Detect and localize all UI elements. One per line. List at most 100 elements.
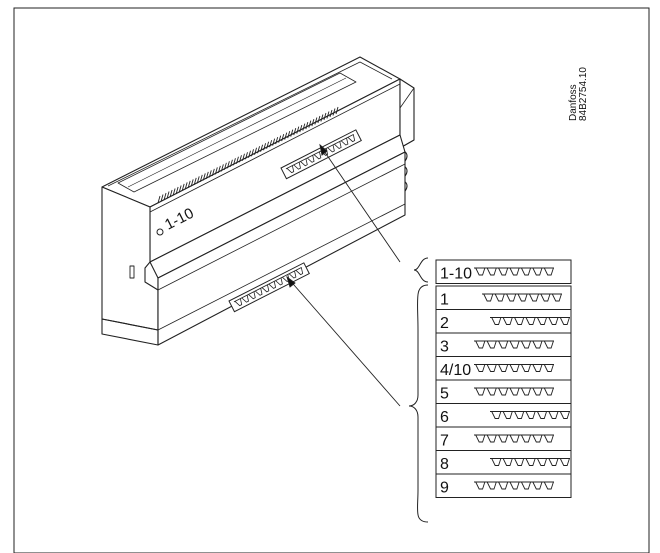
dip-switch bbox=[525, 458, 536, 466]
dip-switch bbox=[491, 458, 502, 466]
vent-slat bbox=[314, 117, 318, 125]
dip-switch bbox=[532, 481, 543, 490]
row-label: 3 bbox=[440, 339, 449, 356]
vent-slat bbox=[323, 112, 327, 121]
dip-switch bbox=[537, 317, 547, 325]
dip-switch-block-lower bbox=[228, 262, 310, 313]
dip-switch bbox=[509, 481, 520, 490]
dip-switch bbox=[498, 387, 509, 396]
dip-switch bbox=[537, 411, 547, 419]
dip-switch bbox=[537, 458, 547, 466]
table-cell bbox=[435, 379, 572, 404]
row-label: 8 bbox=[440, 456, 449, 473]
vent-slat bbox=[263, 143, 267, 151]
row-label: 7 bbox=[440, 433, 449, 450]
dip-switch bbox=[506, 293, 517, 302]
dip-switch bbox=[532, 387, 543, 396]
table-row: 1 bbox=[435, 285, 572, 310]
row-label: 1 bbox=[440, 292, 449, 309]
row-label: 2 bbox=[440, 315, 449, 332]
dip-switch bbox=[491, 317, 502, 325]
vent-slat bbox=[311, 118, 315, 127]
table-row: 2 bbox=[435, 309, 572, 334]
vent-slat bbox=[157, 195, 161, 204]
dip-switch bbox=[525, 411, 536, 419]
dip-switch bbox=[525, 317, 536, 325]
dip-switch bbox=[548, 411, 559, 419]
dip-switch bbox=[532, 267, 543, 276]
dip-switch bbox=[502, 317, 513, 325]
vent-slat bbox=[257, 146, 260, 154]
dip-switch bbox=[486, 387, 497, 396]
dip-switch bbox=[327, 144, 335, 153]
dip-switch bbox=[521, 364, 531, 372]
dip-switch bbox=[498, 481, 509, 490]
vent-slat bbox=[326, 111, 330, 119]
vent-slat bbox=[199, 174, 203, 183]
switch-pattern bbox=[490, 458, 570, 466]
table-cell bbox=[435, 473, 572, 498]
reference-code: 84B2754.10 bbox=[578, 67, 589, 121]
vent-slat bbox=[272, 138, 276, 146]
dip-switch bbox=[241, 295, 249, 303]
dip-switch bbox=[543, 434, 554, 443]
dip-switch bbox=[313, 151, 322, 160]
dip-switch bbox=[517, 293, 528, 302]
controller-device bbox=[101, 56, 415, 346]
row-label: 1-10 bbox=[440, 266, 472, 283]
dip-switch bbox=[498, 340, 509, 349]
vent-slat bbox=[223, 162, 227, 170]
table-cell bbox=[435, 259, 572, 284]
row-label: 4/10 bbox=[440, 362, 471, 379]
vent-slat bbox=[236, 156, 239, 164]
dip-housing bbox=[280, 129, 362, 180]
vent-slat bbox=[251, 149, 254, 157]
vent-slat bbox=[160, 194, 164, 202]
dip-switch bbox=[532, 434, 543, 443]
dip-switch bbox=[509, 364, 520, 372]
dip-switch bbox=[559, 317, 570, 325]
side-indicator-slot bbox=[129, 265, 135, 279]
vent-slat bbox=[220, 164, 224, 172]
vent-slat bbox=[287, 131, 291, 139]
vent-slat bbox=[269, 140, 273, 148]
dip-switch bbox=[548, 317, 559, 325]
dip-switch bbox=[475, 481, 486, 490]
dip-switch bbox=[502, 458, 513, 466]
arrow-head-lower bbox=[286, 275, 296, 288]
leader-arrow-upper bbox=[319, 144, 401, 263]
dip-switch bbox=[514, 317, 525, 325]
dip-switch bbox=[540, 293, 551, 302]
vent-slat bbox=[242, 153, 245, 161]
dip-switch bbox=[306, 155, 315, 163]
dip-switch bbox=[498, 267, 509, 276]
vent-slat bbox=[217, 165, 221, 173]
vent-slat bbox=[190, 179, 194, 187]
vent-slat bbox=[332, 108, 336, 116]
dip-switch bbox=[498, 434, 509, 443]
table-row: 6 bbox=[435, 403, 572, 428]
vent-slat bbox=[290, 129, 294, 137]
vent-slat bbox=[248, 150, 251, 158]
switch-strip-line bbox=[285, 133, 354, 170]
vent-slat bbox=[172, 188, 176, 196]
dip-switch bbox=[521, 387, 531, 396]
vent-slat bbox=[181, 183, 185, 192]
dip-switch bbox=[261, 284, 270, 293]
dip-switch bbox=[475, 434, 486, 443]
dip-switch bbox=[521, 340, 531, 349]
table-cell bbox=[435, 426, 572, 451]
dip-switch bbox=[286, 165, 295, 174]
vent-slat bbox=[266, 141, 270, 149]
switch-pattern bbox=[474, 364, 554, 372]
vent-slat bbox=[260, 144, 264, 152]
vent-slat bbox=[329, 109, 333, 118]
table-row: 9 bbox=[435, 473, 572, 498]
switch-pattern bbox=[490, 317, 570, 325]
dip-switch bbox=[509, 267, 520, 276]
vent-slat bbox=[178, 185, 182, 193]
vent-slat bbox=[205, 171, 209, 179]
vent-slat bbox=[163, 192, 167, 201]
vent-slat bbox=[302, 123, 306, 131]
